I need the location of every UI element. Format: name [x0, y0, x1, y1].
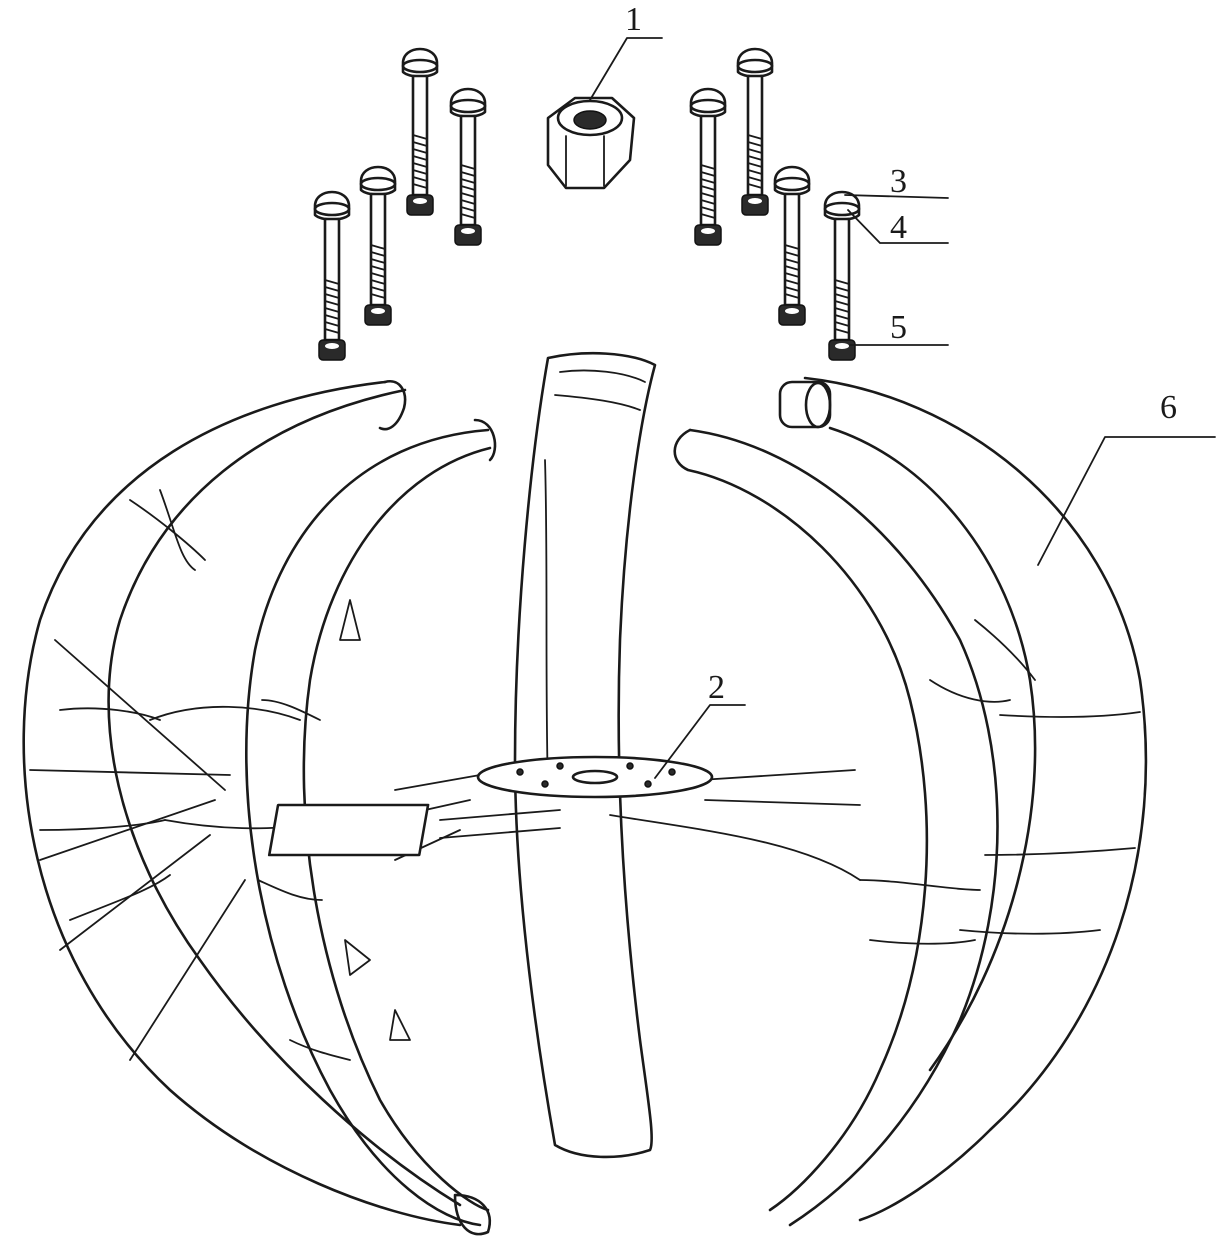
bolt — [401, 47, 439, 216]
bolt — [823, 190, 861, 361]
callout-2: 2 — [708, 669, 725, 706]
callout-3: 3 — [890, 163, 907, 200]
leader-lines — [589, 37, 1216, 779]
hub-flange — [267, 755, 861, 881]
bolt — [449, 87, 487, 246]
bolt — [736, 47, 774, 216]
callout-1: 1 — [625, 1, 642, 38]
callout-4: 4 — [890, 209, 907, 246]
bolt — [313, 190, 351, 361]
hex-nut — [546, 96, 636, 190]
bolt — [773, 165, 811, 326]
callout-5: 5 — [890, 309, 907, 346]
callout-6: 6 — [1160, 389, 1177, 426]
right-outer-blade — [778, 376, 1148, 1222]
left-inner-blade — [245, 418, 497, 1236]
right-inner-blade — [673, 428, 1011, 1227]
center-blade — [513, 351, 657, 1159]
callout-labels: 1 2 3 4 5 6 — [625, 1, 1177, 706]
bolts-group — [313, 47, 861, 361]
bolt — [689, 87, 727, 246]
left-outer-blade — [22, 380, 462, 1227]
bolt — [359, 165, 397, 326]
